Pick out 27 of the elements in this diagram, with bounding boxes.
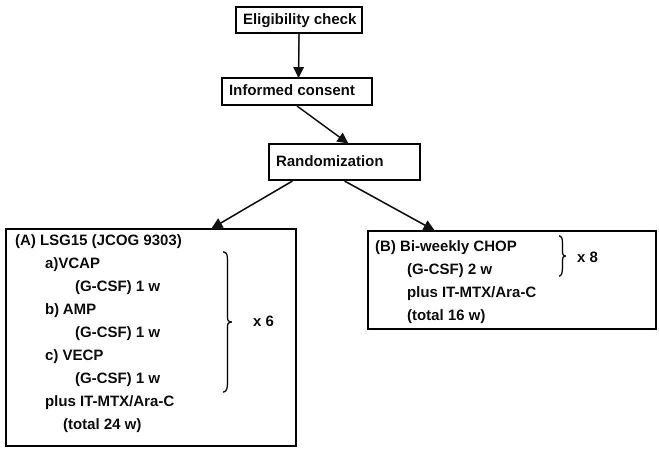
process-box (235, 6, 363, 34)
process-box (221, 77, 373, 106)
box-text: plus IT-MTX/Ara-C (45, 393, 174, 411)
box-text: plus IT-MTX/Ara-C (407, 284, 536, 302)
box-text: (A) LSG15 (JCOG 9303) (15, 232, 182, 250)
box-text: c) VECP (45, 347, 104, 365)
box-text: b) AMP (45, 301, 96, 319)
box-text: (G-CSF) 1 w (75, 370, 160, 388)
box-text: Eligibility check (243, 11, 356, 29)
arrow (211, 180, 293, 229)
box-text: (total 24 w) (63, 416, 142, 434)
process-box (367, 230, 657, 330)
arrow (344, 180, 435, 231)
box-text: (G-CSF) 1 w (75, 278, 160, 296)
box-text: (B) Bi-weekly CHOP (375, 238, 517, 256)
box-text: Randomization (276, 153, 384, 171)
box-text: a)VCAP (45, 255, 100, 273)
box-text: Informed consent (229, 82, 355, 100)
box-text: x 8 (577, 249, 598, 267)
box-text: x 6 (253, 313, 274, 331)
arrow (296, 105, 348, 144)
box-text: (total 16 w) (407, 307, 486, 325)
process-box (5, 228, 297, 447)
process-box (268, 143, 421, 181)
arrow (293, 34, 304, 78)
box-text: (G-CSF) 2 w (407, 261, 492, 279)
box-text: (G-CSF) 1 w (75, 324, 160, 342)
